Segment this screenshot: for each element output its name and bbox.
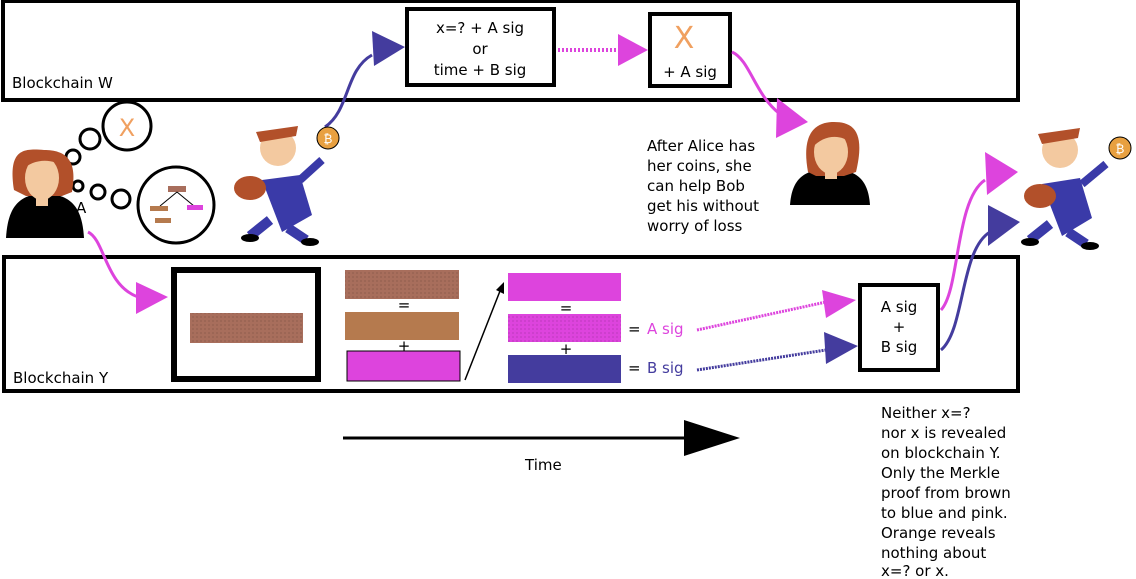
x-icon: X	[119, 114, 135, 142]
contract-box: x=? + A sig or time + B sig	[405, 7, 556, 87]
contract-box-frame	[405, 7, 556, 87]
bottom-note-line-2: nor x is revealed	[881, 424, 1006, 442]
alice-note-line-3: can help Bob	[647, 177, 745, 195]
bob-avatar-left: ₿	[234, 126, 340, 246]
orange-block	[345, 312, 459, 340]
tree-node-pink	[187, 205, 203, 210]
arrow-bob-to-contract	[324, 31, 405, 129]
bottom-note-line-1: Neither x=?	[881, 404, 971, 422]
bob-avatar-right: ₿	[1021, 128, 1132, 250]
arrow-reveal-to-alice	[731, 50, 808, 138]
blue-block	[508, 355, 621, 383]
thought-bubbles: X	[64, 100, 216, 245]
bottom-note-line-4: Only the Merkle	[881, 464, 1000, 482]
final-line-1: A sig	[881, 298, 918, 316]
final-sig-box-frame	[858, 283, 940, 372]
alice-note: After Alice has her coins, she can help …	[647, 137, 759, 235]
contract-line-3: time + B sig	[434, 61, 527, 79]
tree-root	[168, 186, 186, 192]
reveal-box-text: + A sig	[663, 63, 717, 81]
reveal-box: X + A sig	[648, 12, 732, 88]
money-bag-icon	[1024, 184, 1056, 208]
final-line-3: B sig	[881, 338, 918, 356]
svg-text:₿: ₿	[1116, 142, 1125, 156]
time-label: Time	[524, 456, 562, 474]
hash-stack-2: = +	[508, 273, 621, 383]
equals-a: =	[628, 320, 641, 338]
bitcoin-icon	[1108, 136, 1132, 160]
pink-block	[346, 350, 461, 382]
alice-note-line-2: her coins, she	[647, 157, 752, 175]
bitcoin-icon	[316, 126, 340, 150]
bottom-note-line-6: to blue and pink.	[881, 504, 1008, 522]
arrow-final-to-bob-pink	[939, 152, 1018, 312]
alice-label: A	[76, 199, 87, 217]
arrow-final-to-bob-blue	[939, 205, 1020, 352]
b-sig-label: B sig	[647, 359, 684, 377]
alice-avatar-left	[6, 149, 84, 238]
final-sig-box: A sig + B sig	[858, 283, 940, 372]
equals-sign: =	[398, 296, 411, 314]
alice-note-line-4: get his without	[647, 197, 759, 215]
hash-stack-1: = +	[345, 270, 461, 382]
alice-avatar-right	[790, 122, 870, 205]
plus-sign: +	[560, 340, 573, 358]
tree-node-orange	[150, 206, 168, 211]
alice-note-line-5: worry of loss	[647, 217, 743, 235]
blockchain-w-label: Blockchain W	[12, 74, 113, 92]
blockchain-y-label: Blockchain Y	[13, 369, 109, 387]
time-arrowhead	[684, 420, 740, 456]
thought-bubble-tree	[136, 165, 216, 245]
arrow-alice-to-y	[87, 230, 168, 314]
bottom-note-line-5: proof from brown	[881, 484, 1011, 502]
alice-note-line-1: After Alice has	[647, 137, 755, 155]
bottom-note: Neither x=? nor x is revealed on blockch…	[881, 404, 1011, 579]
time-axis: Time	[343, 420, 740, 474]
sig-labels: = A sig = B sig	[628, 320, 684, 377]
reveal-box-frame	[648, 12, 732, 88]
svg-text:₿: ₿	[324, 132, 333, 146]
bottom-note-line-8: nothing about	[881, 544, 986, 562]
final-line-2: +	[893, 318, 906, 336]
contract-line-2: or	[472, 40, 488, 58]
bottom-note-line-9: x=? or x.	[881, 562, 949, 579]
arrow-a-sig	[696, 290, 856, 332]
bottom-note-line-7: Orange reveals	[881, 524, 996, 542]
arrow-stack-link	[464, 282, 504, 381]
equals-sign: =	[560, 299, 573, 317]
contract-line-1: x=? + A sig	[436, 19, 524, 37]
a-sig-label: A sig	[647, 320, 684, 338]
pink-block	[508, 273, 621, 301]
tree-node-orange-2	[155, 218, 171, 223]
commit-box	[171, 267, 321, 382]
bottom-note-line-3: on blockchain Y.	[881, 444, 1001, 462]
x-icon: X	[674, 21, 695, 56]
money-bag-icon	[234, 176, 266, 200]
thought-bubble-x	[101, 100, 153, 152]
equals-b: =	[628, 359, 641, 377]
arrow-b-sig	[696, 332, 858, 372]
arrow-contract-to-reveal	[558, 34, 648, 66]
